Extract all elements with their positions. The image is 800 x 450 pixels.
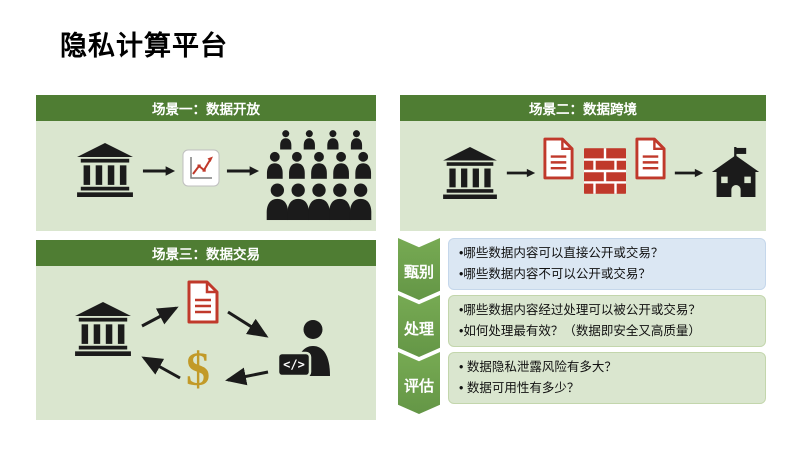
dollar-icon: $ xyxy=(186,343,210,396)
document-icon xyxy=(186,280,220,324)
panel-scenario-3-title: 场景三：数据交易 xyxy=(36,240,376,266)
arrow-right-icon xyxy=(506,167,536,179)
document-icon xyxy=(634,137,667,180)
step-box-screen: •哪些数据内容可以直接公开或交易？ •哪些数据内容不可以公开或交易？ xyxy=(448,238,766,290)
developer-icon: </> xyxy=(276,320,330,378)
arrow-right-icon xyxy=(142,165,176,177)
panel-scenario-2-title: 场景二：数据跨境 xyxy=(400,95,766,121)
bank-icon xyxy=(74,143,136,197)
steps-section: 甄别 处理 评估 •哪些数据内容可以直接公开或交易？ •哪些数据内容不可以公开或… xyxy=(398,238,768,418)
school-building-icon xyxy=(710,147,762,197)
panel-scenario-1-title: 场景一：数据开放 xyxy=(36,95,376,121)
page-title: 隐私计算平台 xyxy=(60,31,228,61)
line-chart-icon xyxy=(182,149,220,187)
step-question: •如何处理最有效？（数据即安全又高质量） xyxy=(459,323,701,338)
step-question: • 数据隐私泄露风险有多大？ xyxy=(459,360,617,374)
panel-scenario-2-body xyxy=(400,121,766,231)
step-question: •哪些数据内容不可以公开或交易？ xyxy=(459,266,651,281)
panel-scenario-1-body xyxy=(36,121,376,231)
arrow-right-icon xyxy=(226,165,260,177)
panel-scenario-1: 场景一：数据开放 xyxy=(36,95,376,231)
panel-scenario-3-body: </> $ xyxy=(36,266,376,420)
cycle-arrows xyxy=(141,306,269,386)
arrow-right-icon xyxy=(674,167,704,179)
bank-icon xyxy=(72,302,134,356)
step-question: •哪些数据内容可以直接公开或交易？ xyxy=(459,246,664,260)
panel-scenario-2: 场景二：数据跨境 xyxy=(400,95,766,231)
firewall-icon xyxy=(584,147,626,195)
code-tag-text: </> xyxy=(283,358,305,372)
document-icon xyxy=(542,137,575,180)
step-chevron-screen: 甄别 xyxy=(398,238,440,300)
step-question: • 数据可用性有多少？ xyxy=(459,380,580,395)
step-question: •哪些数据内容经过处理可以被公开或交易？ xyxy=(459,303,701,317)
panel-scenario-3: 场景三：数据交易 < xyxy=(36,240,376,420)
step-box-evaluate: • 数据隐私泄露风险有多大？ • 数据可用性有多少？ xyxy=(448,352,766,404)
crowd-icon xyxy=(266,130,372,221)
step-chevron-process: 处理 xyxy=(398,295,440,357)
step-chevron-evaluate: 评估 xyxy=(398,352,440,414)
bank-icon xyxy=(440,147,500,199)
step-box-process: •哪些数据内容经过处理可以被公开或交易？ •如何处理最有效？（数据即安全又高质量… xyxy=(448,295,766,347)
